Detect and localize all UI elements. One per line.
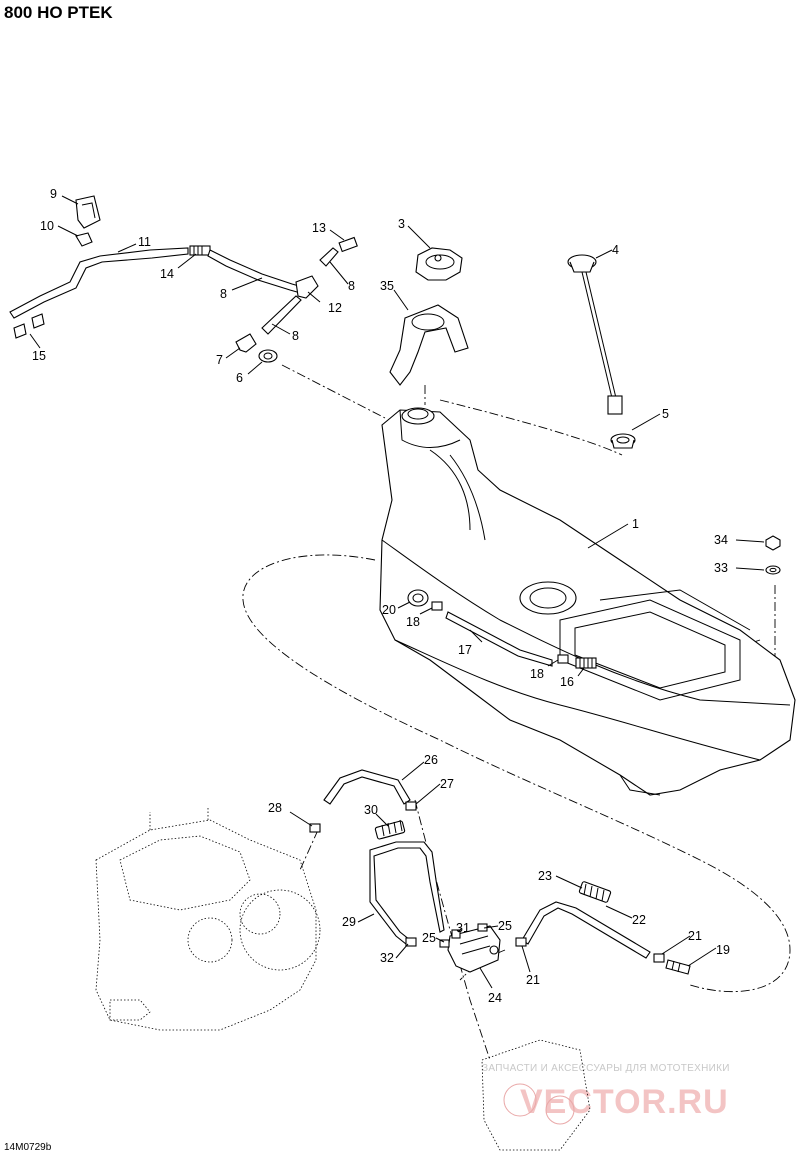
fuel-cap: [415, 247, 463, 281]
grommet-20: [407, 589, 429, 607]
callout-24: 24: [488, 991, 502, 1005]
callout-17: 17: [458, 643, 472, 657]
callout-14: 14: [160, 267, 174, 281]
fuel-hose-22: [521, 901, 651, 959]
carburetor-context: [481, 1039, 591, 1151]
fuel-gauge-sender: [567, 254, 623, 415]
fuel-tank: [379, 407, 796, 796]
callout-26: 26: [424, 753, 438, 767]
callout-32: 32: [380, 951, 394, 965]
callout-10: 10: [40, 219, 54, 233]
sleeve-23: [578, 881, 612, 903]
sleeve-30: [374, 819, 406, 840]
fitting-31: [451, 929, 461, 939]
clamp-27: [405, 801, 417, 811]
hose-end-clips: [13, 313, 45, 339]
vent-valve: [75, 195, 101, 229]
hose-connector-13: [338, 236, 358, 253]
clamp-18: [431, 601, 443, 611]
callout-labels: 1 4 5 3 35 9 10 11 14 13 8 8 12 8 7 6 15…: [32, 187, 730, 1005]
vent-hose-11: [9, 247, 189, 319]
diagram-title: 800 HO PTEK: [4, 3, 113, 22]
callout-23: 23: [538, 869, 552, 883]
pickup-hose: [445, 611, 553, 667]
callout-34: 34: [714, 533, 728, 547]
callout-12: 12: [328, 301, 342, 315]
leader-lines: [29, 195, 765, 989]
callout-3: 3: [398, 217, 405, 231]
washer: [765, 565, 781, 575]
callout-11: 11: [138, 235, 151, 249]
callout-20: 20: [382, 603, 396, 617]
ref-line-engine: [299, 829, 319, 871]
callout-28: 28: [268, 801, 282, 815]
watermark-text: ЗАПЧАСТИ И АКСЕССУАРЫ ДЛЯ МОТОТЕХНИКИ: [482, 1063, 730, 1074]
diagram-code: 14M0729b: [4, 1142, 52, 1153]
callout-18a: 18: [406, 615, 420, 629]
callout-16: 16: [560, 675, 574, 689]
callout-15: 15: [32, 349, 46, 363]
ref-line-tank-outline: [242, 554, 791, 992]
fuel-filter-16: [575, 657, 597, 669]
callout-21a: 21: [688, 929, 702, 943]
clamp-18b: [557, 654, 569, 664]
callout-1: 1: [632, 517, 639, 531]
callout-25a: 25: [498, 919, 512, 933]
fuel-pump-24: [447, 925, 501, 973]
gauge-grommet: [610, 433, 636, 449]
clip: [75, 232, 93, 247]
clamp-28: [309, 823, 321, 833]
callout-35: 35: [380, 279, 394, 293]
callout-22: 22: [632, 913, 646, 927]
callout-7: 7: [216, 353, 223, 367]
ref-line-fuel-line: [414, 799, 491, 1061]
check-valve: [189, 245, 211, 256]
callout-5: 5: [662, 407, 669, 421]
fuel-hose-26: [323, 769, 411, 805]
vent-hose-8: [207, 247, 339, 335]
callout-21b: 21: [526, 973, 540, 987]
nut: [765, 535, 781, 551]
clamp-21a: [515, 937, 527, 947]
ref-line-gauge: [439, 399, 623, 456]
callout-8a: 8: [220, 287, 227, 301]
callout-6: 6: [236, 371, 243, 385]
ref-line-vent: [281, 364, 386, 419]
callout-9: 9: [50, 187, 57, 201]
fuel-hose-29: [369, 841, 445, 945]
cap-bracket: [389, 304, 469, 386]
tee-fitting: [295, 275, 319, 299]
engine-context: [95, 806, 321, 1031]
clamp-32: [405, 937, 417, 947]
callout-4: 4: [612, 243, 619, 257]
callout-8c: 8: [292, 329, 299, 343]
watermark-logo: VECTOR.RU: [520, 1083, 729, 1121]
callout-29: 29: [342, 915, 356, 929]
callout-25b: 25: [422, 931, 436, 945]
callout-8b: 8: [348, 279, 355, 293]
callout-30: 30: [364, 803, 378, 817]
callout-18b: 18: [530, 667, 544, 681]
callout-31: 31: [456, 921, 470, 935]
clamp-25a: [439, 939, 450, 948]
callout-33: 33: [714, 561, 728, 575]
callout-19: 19: [716, 943, 730, 957]
clamp-21b: [653, 953, 665, 963]
fuel-fitting-19: [665, 959, 691, 975]
callout-13: 13: [312, 221, 326, 235]
vent-grommet: [258, 349, 278, 363]
callout-27: 27: [440, 777, 454, 791]
